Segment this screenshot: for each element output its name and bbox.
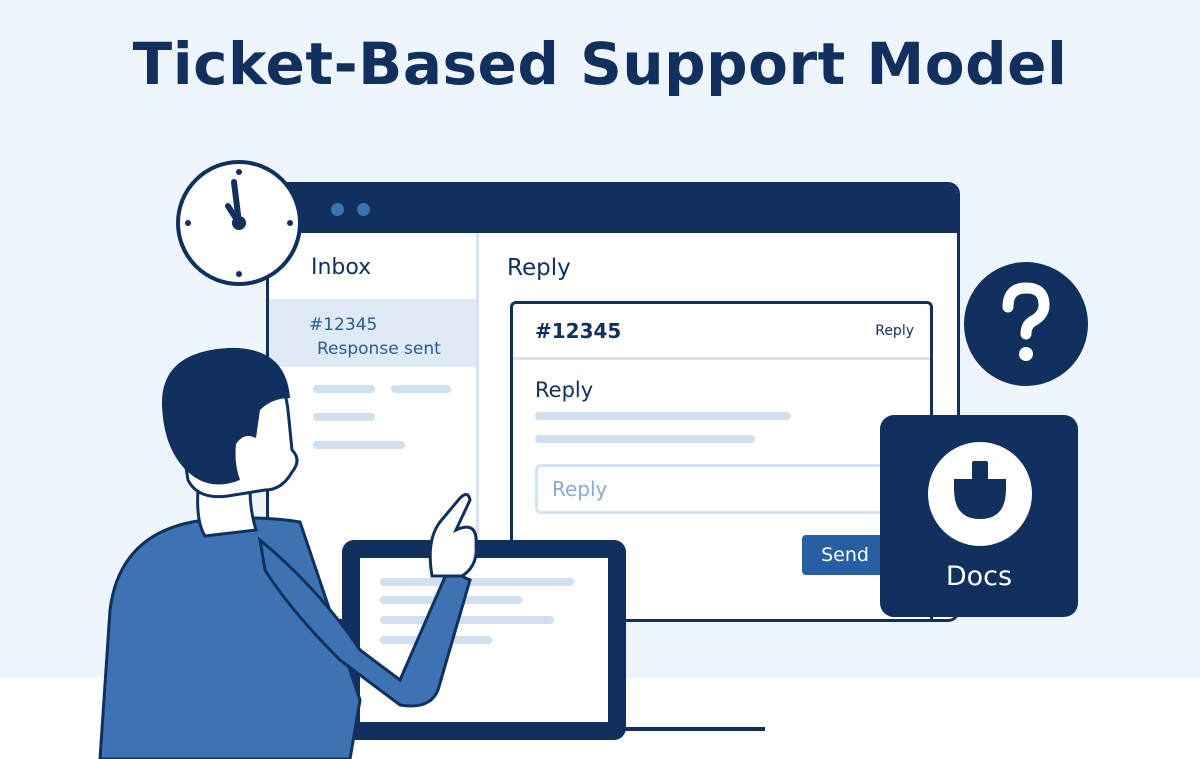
ticket-id: #12345 [309, 315, 378, 335]
placeholder-line [535, 435, 755, 443]
ticket-card-header: #12345 Reply [513, 304, 930, 360]
window-titlebar [269, 185, 957, 233]
placeholder-line [313, 413, 375, 421]
placeholder-line [313, 385, 375, 393]
reply-heading: Reply [507, 255, 571, 281]
question-mark-icon[interactable] [962, 260, 1090, 388]
ticket-id: #12345 [535, 319, 622, 343]
page-title: Ticket-Based Support Model [132, 30, 1068, 98]
window-control-dot[interactable] [331, 203, 344, 216]
docs-card[interactable]: Docs [880, 415, 1078, 617]
support-app-window: Inbox #12345 Response sent Reply #12345 … [266, 182, 960, 622]
window-control-dot[interactable] [357, 203, 370, 216]
placeholder-line [391, 385, 451, 393]
placeholder-line [313, 441, 405, 449]
clock-icon [176, 160, 302, 286]
ticket-status: Response sent [317, 339, 441, 359]
inbox-sidebar: Inbox #12345 Response sent [269, 233, 479, 619]
inbox-heading: Inbox [311, 255, 372, 280]
inbox-ticket-item[interactable]: #12345 Response sent [269, 299, 476, 367]
docs-label: Docs [945, 561, 1013, 592]
reply-link[interactable]: Reply [875, 323, 914, 339]
reply-label: Reply [535, 378, 594, 402]
send-button[interactable]: Send [802, 535, 888, 575]
placeholder-line [535, 412, 791, 420]
person-illustration [98, 347, 765, 759]
docs-icon [928, 442, 1032, 546]
